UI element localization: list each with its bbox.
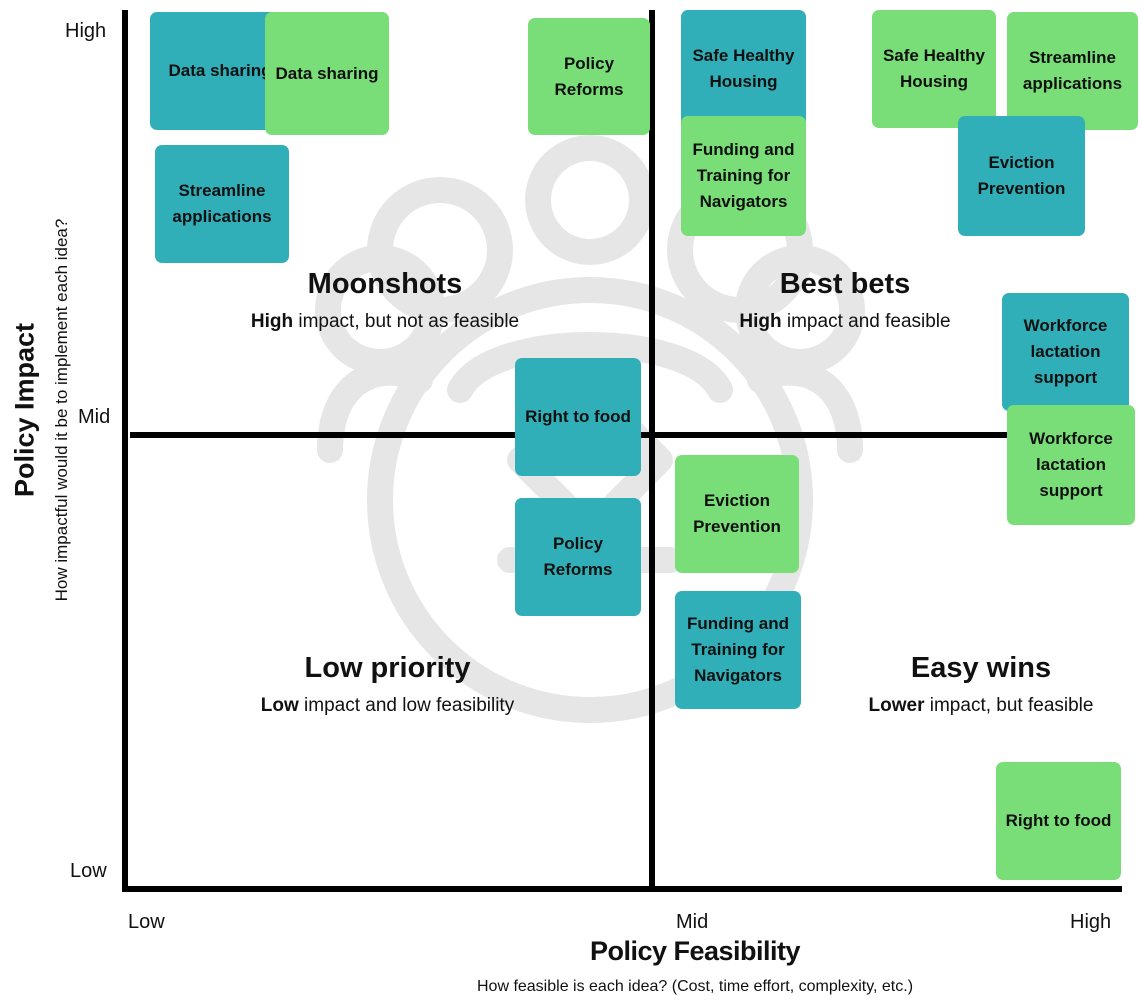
y-axis-title: Policy Impact: [9, 322, 40, 498]
quadrant-easy-wins: Easy wins Lower impact, but feasible: [830, 650, 1132, 720]
quadrant-title: Moonshots: [307, 268, 463, 300]
y-axis-subtitle: How impactful would it be to implement e…: [52, 218, 71, 602]
sticky-note-label: Policy Reforms: [554, 53, 624, 99]
y-tick-mid: Mid: [78, 406, 111, 428]
sticky-note[interactable]: Safe Healthy Housing: [872, 10, 996, 128]
sticky-note-label: Eviction Prevention: [977, 153, 1066, 198]
quadrant-title: Best bets: [779, 268, 911, 300]
quadrant-title: Low priority: [304, 652, 471, 684]
sticky-note-label: Policy Reforms: [543, 534, 613, 579]
x-tick-mid: Mid: [676, 911, 709, 933]
sticky-note[interactable]: Streamline applications: [155, 145, 289, 263]
sticky-note-label: Safe Healthy Housing: [882, 46, 986, 91]
quadrant-title: Easy wins: [910, 652, 1052, 684]
sticky-note-label: Eviction Prevention: [693, 491, 781, 536]
quadrant-moonshots: Moonshots High impact, but not as feasib…: [185, 266, 585, 336]
sticky-note-label: Streamline applications: [1022, 48, 1123, 93]
sticky-note-label: Streamline applications: [172, 181, 272, 226]
vertical-midline: [649, 10, 655, 890]
quadrant-description: Low impact and low feasibility: [260, 695, 515, 716]
y-tick-high: High: [65, 20, 107, 42]
sticky-note[interactable]: Workforce lactation support: [1007, 405, 1135, 525]
sticky-note[interactable]: Eviction Prevention: [675, 455, 799, 573]
sticky-note[interactable]: Data sharing: [265, 12, 389, 135]
sticky-note-label: Workforce lactation support: [1029, 429, 1113, 500]
sticky-note[interactable]: Policy Reforms: [528, 18, 650, 135]
sticky-note[interactable]: Safe Healthy Housing: [681, 10, 806, 128]
quadrant-low-priority: Low priority Low impact and low feasibil…: [195, 650, 580, 720]
sticky-note[interactable]: Right to food: [515, 358, 641, 476]
sticky-note[interactable]: Funding and Training for Navigators: [675, 591, 801, 709]
sticky-note-label: Data sharing: [168, 61, 272, 80]
sticky-note-label: Funding and Training for Navigators: [692, 140, 795, 211]
x-tick-high: High: [1070, 911, 1112, 933]
y-tick-low: Low: [70, 860, 107, 882]
quadrant-description: High impact, but not as feasible: [250, 311, 520, 332]
x-axis-subtitle: How feasible is each idea? (Cost, time e…: [476, 978, 914, 995]
sticky-note[interactable]: Streamline applications: [1007, 12, 1138, 130]
sticky-note-label: Data sharing: [275, 63, 379, 83]
sticky-note-label: Right to food: [525, 407, 631, 426]
quadrant-description: Lower impact, but feasible: [868, 695, 1094, 716]
sticky-note-label: Workforce lactation support: [1023, 316, 1108, 387]
x-axis-line: [122, 886, 1122, 892]
sticky-note[interactable]: Policy Reforms: [515, 498, 641, 616]
quadrant-description: High impact and feasible: [739, 311, 951, 332]
sticky-note-label: Funding and Training for Navigators: [687, 614, 789, 685]
sticky-note[interactable]: Eviction Prevention: [958, 116, 1085, 236]
x-tick-low: Low: [128, 911, 165, 933]
sticky-note-label: Safe Healthy Housing: [692, 46, 795, 91]
quadrant-best-bets: Best bets High impact and feasible: [680, 266, 1010, 336]
sticky-note[interactable]: Funding and Training for Navigators: [681, 116, 806, 236]
x-axis-title: Policy Feasibility: [589, 936, 801, 966]
y-axis-line: [122, 10, 128, 890]
sticky-note[interactable]: Workforce lactation support: [1002, 293, 1129, 411]
sticky-note-label: Right to food: [1005, 811, 1112, 830]
sticky-note[interactable]: Right to food: [996, 762, 1121, 880]
